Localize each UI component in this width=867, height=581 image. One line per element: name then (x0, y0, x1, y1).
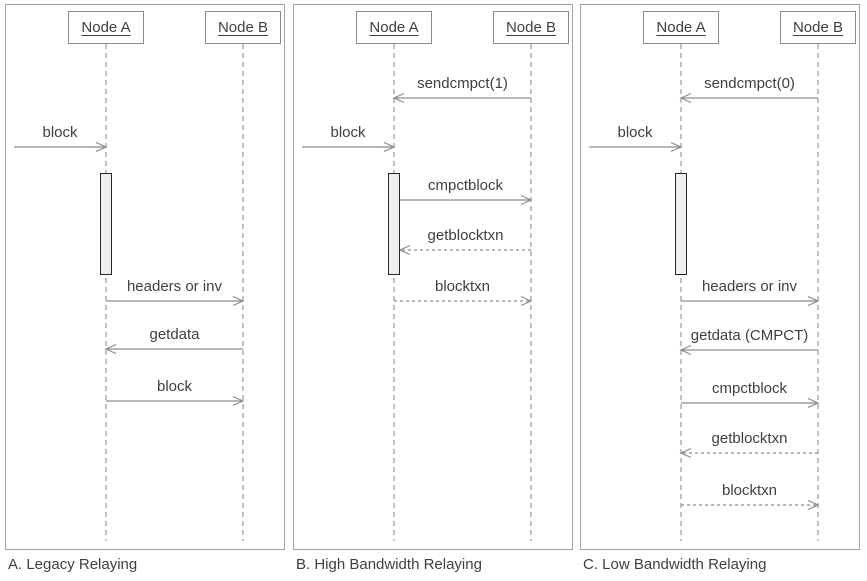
node-label: Node B (217, 19, 269, 36)
node-box-b: Node B (205, 11, 281, 44)
panel-caption: C. Low Bandwidth Relaying (583, 556, 767, 573)
arrowhead-icon (807, 397, 820, 409)
arrowhead-icon (392, 92, 405, 104)
arrowhead-icon (104, 343, 117, 355)
arrowhead-icon (670, 141, 683, 153)
message-label: blocktxn (432, 278, 493, 295)
node-box-a: Node A (356, 11, 432, 44)
arrowhead-icon (520, 194, 533, 206)
message-label: getblocktxn (425, 227, 506, 244)
arrowhead-icon (95, 141, 108, 153)
node-label: Node B (505, 19, 557, 36)
message-label: getdata (147, 326, 202, 343)
node-box-b: Node B (493, 11, 569, 44)
node-label: Node A (369, 19, 419, 36)
arrowhead-icon (679, 92, 692, 104)
node-box-a: Node A (643, 11, 719, 44)
message-label: cmpctblock (425, 177, 506, 194)
message-label: getdata (CMPCT) (688, 327, 811, 344)
panel-drawing-layer (302, 44, 533, 541)
message-label: blocktxn (719, 482, 780, 499)
sequence-panel-a: block headers or inv getdata block Node A Nod… (5, 4, 285, 550)
message-label: getblocktxn (709, 430, 790, 447)
node-box-a: Node A (68, 11, 144, 44)
arrowhead-icon (232, 395, 245, 407)
message-label: headers or inv (124, 278, 225, 295)
message-label: cmpctblock (709, 380, 790, 397)
arrowhead-icon (398, 244, 411, 256)
activation-bar (100, 173, 112, 275)
panel-caption: B. High Bandwidth Relaying (296, 556, 482, 573)
message-label: block (40, 124, 80, 141)
message-label: sendcmpct(0) (702, 75, 797, 92)
activation-bar (388, 173, 400, 275)
activation-bar (675, 173, 687, 275)
panel-caption: A. Legacy Relaying (8, 556, 138, 573)
node-label: Node B (792, 19, 844, 36)
message-label: headers or inv (699, 278, 800, 295)
node-box-b: Node B (780, 11, 856, 44)
arrowhead-icon (232, 295, 245, 307)
node-label: Node A (81, 19, 131, 36)
message-label: block (328, 124, 368, 141)
sequence-panel-c: sendcmpct(0) block headers or inv getdata (… (580, 4, 860, 550)
message-label: block (154, 378, 195, 395)
arrowhead-icon (383, 141, 396, 153)
panel-drawing-layer (589, 44, 820, 541)
sequence-panel-b: sendcmpct(1) block cmpctblock getblocktxn bl… (293, 4, 573, 550)
message-label: block (615, 124, 655, 141)
arrowhead-icon (679, 447, 692, 459)
arrowhead-icon (520, 295, 533, 307)
arrowhead-icon (807, 295, 820, 307)
message-label: sendcmpct(1) (415, 75, 510, 92)
arrowhead-icon (807, 499, 820, 511)
arrowhead-icon (679, 344, 692, 356)
node-label: Node A (656, 19, 706, 36)
panel-drawing-layer (14, 44, 245, 541)
